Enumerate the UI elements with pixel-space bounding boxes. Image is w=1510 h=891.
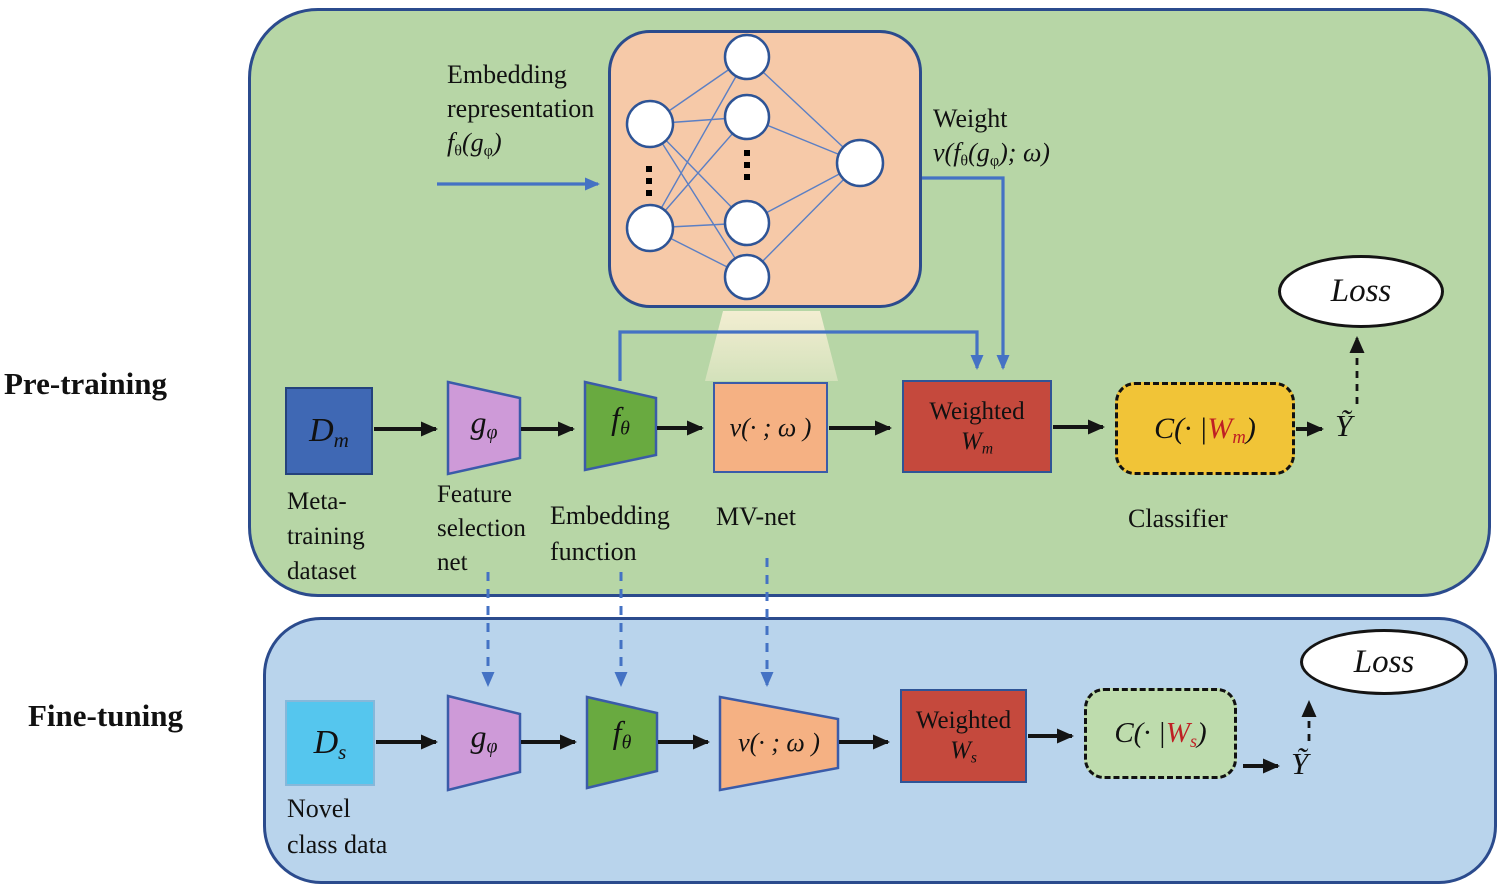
- classifier-formula-fine: C(· |Ws): [1114, 717, 1207, 752]
- novel-dataset-box: Ds: [285, 700, 375, 786]
- weighted-ws-label: Weighted Ws: [915, 707, 1012, 767]
- weighted-ws-box: Weighted Ws: [900, 689, 1027, 783]
- loss-label-fine: Loss: [1353, 643, 1415, 680]
- mv-net-formula-pre: v(· ; ω ): [729, 412, 812, 442]
- ftheta-label-fine: fθ: [612, 714, 632, 754]
- weight-formula: v(fθ(gφ); ω): [933, 138, 1050, 170]
- meta-dataset-box: Dm: [285, 387, 373, 475]
- mv-network-box: [608, 30, 922, 308]
- embedding-repr-annotation: Embedding representation fθ(gφ): [447, 58, 594, 160]
- loss-label-pre: Loss: [1330, 273, 1392, 309]
- classifier-caption: Classifier: [1128, 504, 1228, 533]
- mv-net-formula-fine: v(· ; ω ): [738, 728, 820, 757]
- weight-line1: Weight: [933, 104, 1008, 133]
- loss-oval-fine: Loss: [1300, 629, 1468, 695]
- classifier-formula-pre: C(· |Wm): [1154, 411, 1256, 448]
- classifier-box-pre: C(· |Wm): [1115, 382, 1295, 475]
- weight-annotation: Weight v(fθ(gφ); ω): [933, 102, 1050, 170]
- weighted-wm-box: Weighted Wm: [902, 380, 1052, 473]
- output-y-pre: Ỹ: [1335, 408, 1353, 443]
- embedding-repr-line1: Embedding: [447, 60, 567, 89]
- dm-label: Dm: [309, 412, 349, 452]
- classifier-box-fine: C(· |Ws): [1084, 688, 1237, 779]
- pretraining-heading: Pre-training: [4, 366, 168, 401]
- embedding-fn-caption: Embedding function: [550, 501, 670, 566]
- ftheta-label-pre: fθ: [611, 400, 630, 440]
- feature-net-caption: Feature selection net: [437, 481, 526, 576]
- gphi-label-fine: gφ: [470, 718, 498, 758]
- novel-dataset-caption: Novel class data: [287, 794, 388, 859]
- embedding-repr-line2: representation: [447, 94, 595, 123]
- mv-net-box-pre: v(· ; ω ): [713, 382, 828, 473]
- weighted-wm-label: Weighted Wm: [929, 397, 1025, 457]
- embedding-repr-formula: fθ(gφ): [447, 128, 502, 160]
- gphi-label-pre: gφ: [470, 404, 498, 444]
- output-y-fine: Ỹ: [1291, 746, 1309, 781]
- mv-net-caption: MV-net: [716, 502, 796, 531]
- finetuning-heading: Fine-tuning: [28, 698, 184, 733]
- ds-label: Ds: [313, 724, 347, 764]
- loss-oval-pre: Loss: [1278, 255, 1444, 328]
- meta-dataset-caption: Meta- training dataset: [287, 488, 365, 585]
